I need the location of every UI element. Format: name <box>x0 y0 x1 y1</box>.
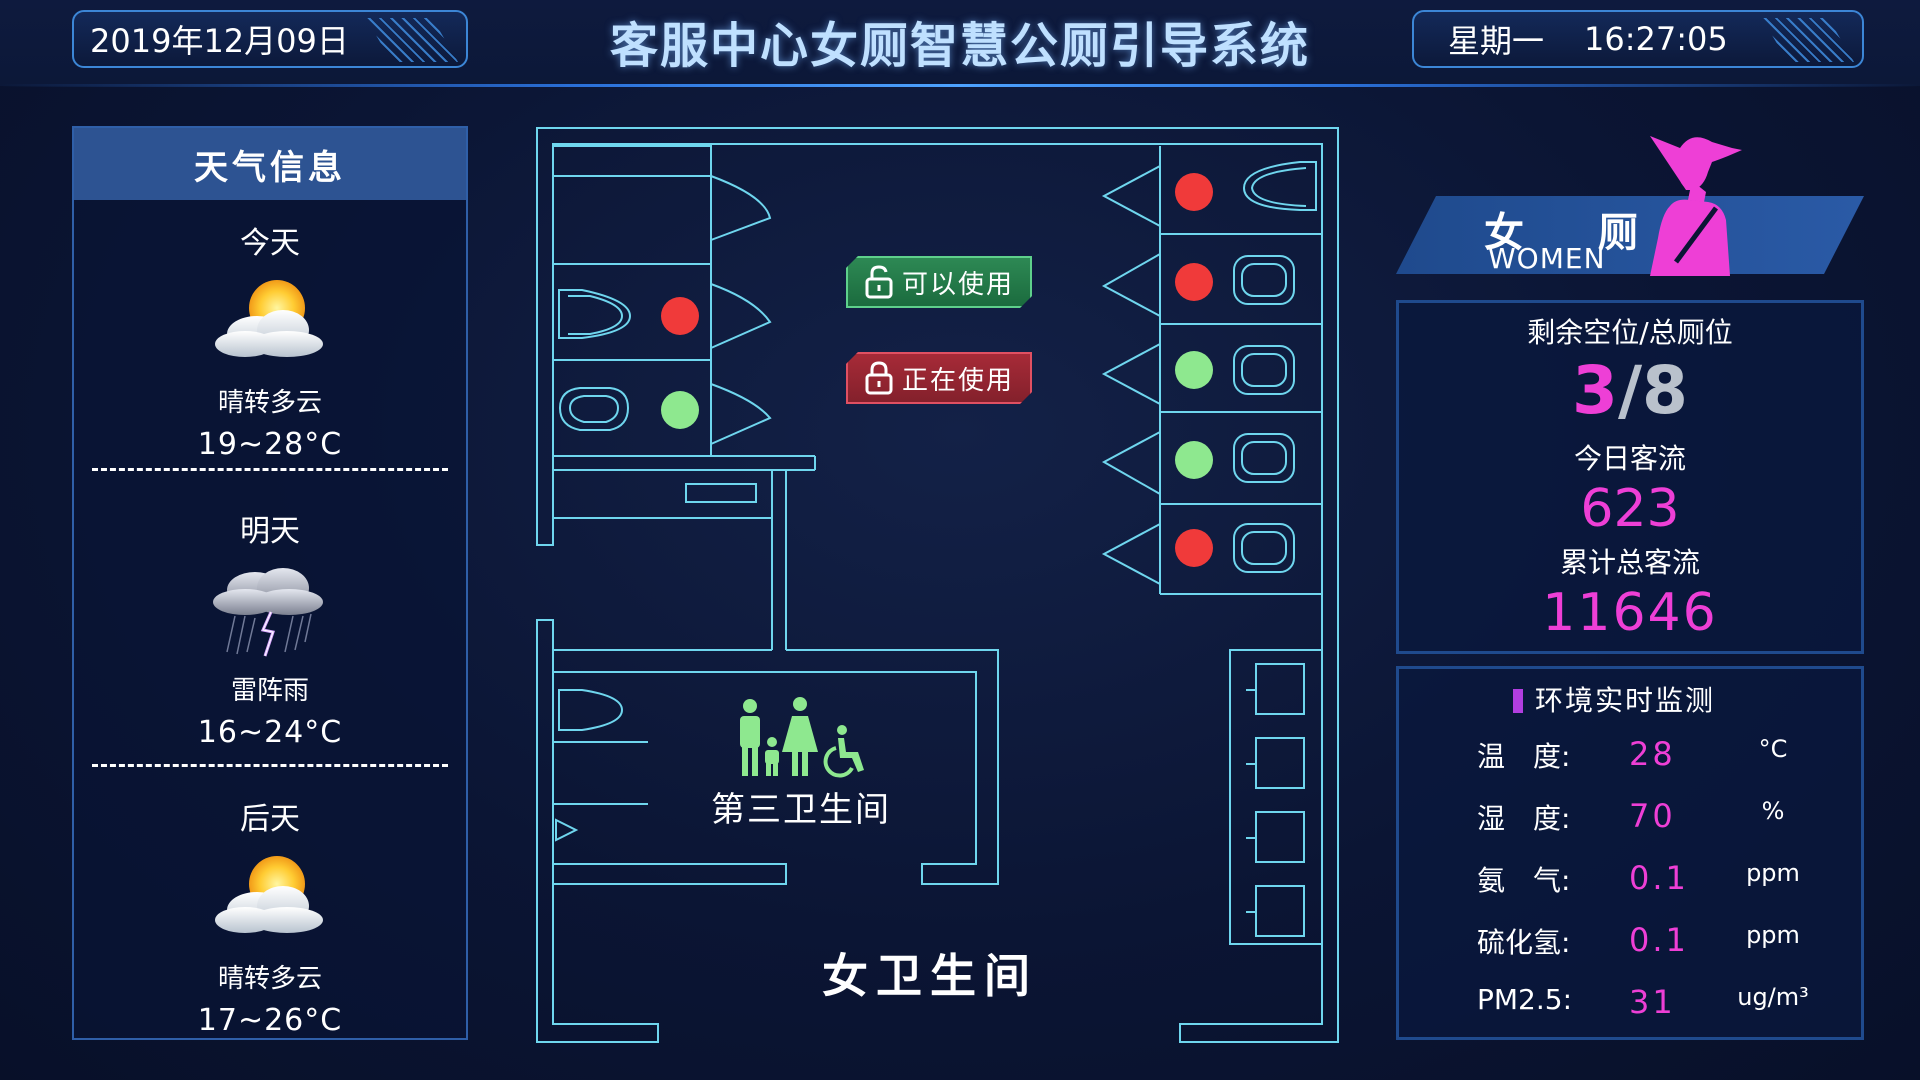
env-row-humidity: 湿 度: 70 % <box>1399 797 1861 839</box>
weather-desc: 晴转多云 <box>217 388 322 418</box>
toilet-fixture <box>1233 523 1295 573</box>
weather-panel-title: 天气信息 <box>74 128 466 200</box>
env-unit: ppm <box>1746 921 1800 949</box>
stall-status-right-3-available <box>1175 351 1213 389</box>
page-title: 客服中心女厕智慧公厕引导系统 <box>609 18 1310 74</box>
header-bar <box>0 0 1920 86</box>
vacant-count: 3 <box>1572 352 1618 429</box>
header-divider <box>0 84 1920 87</box>
env-row-pm25: PM2.5: 31 ug/m³ <box>1399 983 1861 1025</box>
toilet-fixture <box>1233 255 1295 305</box>
stall-status-right-4-available <box>1175 441 1213 479</box>
stall-status-right-5-occupied <box>1175 529 1213 567</box>
occupancy-stats-panel: 剩余空位/总厕位 3/8 今日客流 623 累计总客流 11646 <box>1396 300 1864 654</box>
env-unit: ug/m³ <box>1737 983 1809 1011</box>
women-banner <box>1396 196 1864 274</box>
date-display: 2019年12月09日 <box>72 10 468 68</box>
weather-desc: 雷阵雨 <box>230 676 309 706</box>
env-row-temperature: 温 度: 28 °C <box>1399 735 1861 777</box>
env-label: 湿 度: <box>1477 802 1571 835</box>
outer-wall <box>536 127 1339 1043</box>
total-count: 8 <box>1642 352 1688 429</box>
environment-title: 环境实时监测 <box>1513 679 1715 719</box>
env-value: 70 <box>1629 797 1676 835</box>
ratio-separator: / <box>1617 352 1643 429</box>
env-unit: % <box>1761 797 1785 825</box>
legend-available: 可以使用 <box>846 256 1032 308</box>
divider <box>92 468 448 471</box>
stall-status-left-2-available <box>661 391 699 429</box>
temperature-range: 17~26°C <box>197 1003 343 1038</box>
env-value: 0.1 <box>1629 859 1689 897</box>
date-text: 2019年12月09日 <box>90 22 349 60</box>
unlock-icon <box>864 265 894 299</box>
family-accessible-icon <box>740 697 864 778</box>
temperature-range: 16~24°C <box>197 715 343 750</box>
env-label: PM2.5: <box>1477 983 1573 1016</box>
divider <box>92 764 448 767</box>
legend-occupied-label: 正在使用 <box>901 365 1014 396</box>
vacancy-label: 剩余空位/总厕位 <box>1527 316 1733 349</box>
cumulative-flow-value: 11646 <box>1542 583 1718 643</box>
day-label: 后天 <box>240 802 300 837</box>
stall-status-left-1-occupied <box>661 297 699 335</box>
env-value: 28 <box>1629 735 1676 773</box>
stall-status-right-1-occupied <box>1175 173 1213 211</box>
lock-icon <box>864 361 894 395</box>
today-flow-label: 今日客流 <box>1573 442 1686 475</box>
env-label: 硫化氢: <box>1477 926 1571 959</box>
env-unit: °C <box>1758 735 1788 763</box>
cumulative-flow-label: 累计总客流 <box>1559 546 1700 579</box>
weather-day-after-tomorrow: 后天 晴转多云 17~26°C <box>74 794 466 1038</box>
environment-panel: 环境实时监测 温 度: 28 °C 湿 度: 70 % 氨 气: 0.1 ppm… <box>1396 666 1864 1040</box>
env-row-ammonia: 氨 气: 0.1 ppm <box>1399 859 1861 901</box>
clock-display: 星期一 16:27:05 <box>1412 10 1864 68</box>
env-unit: ppm <box>1746 859 1800 887</box>
env-value: 31 <box>1629 983 1676 1021</box>
partly-cloudy-icon <box>215 280 323 357</box>
women-banner-subtitle: WOMEN <box>1488 242 1606 275</box>
environment-title-text: 环境实时监测 <box>1535 684 1716 717</box>
time-text: 16:27:05 <box>1584 20 1728 58</box>
floor-plan <box>536 127 1339 1043</box>
day-label: 明天 <box>240 514 300 549</box>
vacancy-ratio: 3/8 <box>1399 351 1861 431</box>
temperature-range: 19~28°C <box>197 427 343 462</box>
legend-occupied: 正在使用 <box>846 352 1032 404</box>
partly-cloudy-icon <box>215 856 323 933</box>
env-row-hydrogen-sulfide: 硫化氢: 0.1 ppm <box>1399 921 1861 963</box>
weekday-text: 星期一 <box>1448 22 1545 60</box>
day-label: 今天 <box>240 226 300 261</box>
decorative-stripes <box>1762 18 1854 62</box>
third-restroom-label: 第三卫生间 <box>711 790 891 830</box>
women-restroom-label: 女卫生间 <box>822 949 1038 1003</box>
toilet-fixture <box>1233 345 1295 395</box>
title-marker <box>1513 689 1523 713</box>
decorative-stripes <box>366 18 458 62</box>
toilet-fixture <box>1233 433 1295 483</box>
women-banner-title: 女 厕 <box>1484 210 1668 256</box>
legend-available-label: 可以使用 <box>901 269 1014 300</box>
env-label: 温 度: <box>1477 740 1571 773</box>
stall-status-right-2-occupied <box>1175 263 1213 301</box>
weather-desc: 晴转多云 <box>217 964 322 994</box>
thunderstorm-icon <box>213 568 323 657</box>
weather-day-today: 今天 晴转多云 19~28°C <box>74 218 466 462</box>
env-label: 氨 气: <box>1477 864 1571 897</box>
env-value: 0.1 <box>1629 921 1689 959</box>
woman-figure-icon <box>1650 136 1742 276</box>
weather-panel: 天气信息 今天 晴转多云 19~28°C 明天 <box>72 126 468 1040</box>
today-flow-value: 623 <box>1580 479 1680 539</box>
outer-wall <box>536 619 659 1043</box>
weather-day-tomorrow: 明天 雷阵雨 16~24°C <box>74 506 466 750</box>
